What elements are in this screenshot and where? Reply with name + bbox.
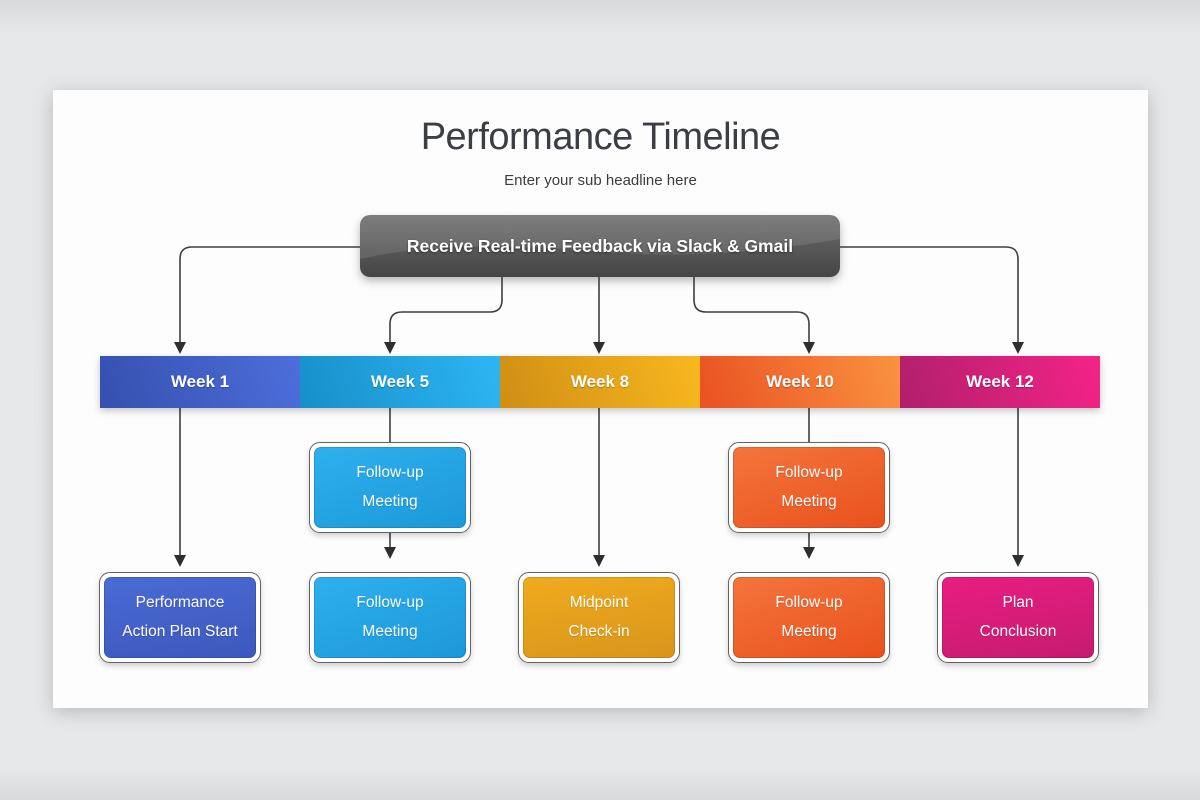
milestone-box-followup-week5: Follow-up Meeting	[309, 442, 471, 533]
milestone-line1: Follow-up	[356, 594, 424, 611]
feedback-banner: Receive Real-time Feedback via Slack & G…	[360, 215, 840, 277]
week-bar-5: Week 5	[300, 356, 500, 408]
slide-subtitle: Enter your sub headline here	[504, 172, 697, 189]
milestone-line1: Midpoint	[569, 594, 629, 611]
banner-label: Receive Real-time Feedback via Slack & G…	[406, 235, 794, 256]
slide-title: Performance Timeline	[420, 116, 781, 158]
milestone-line2: Conclusion	[979, 623, 1057, 640]
milestone-box-followup-bottom-week10: Follow-up Meeting	[728, 572, 890, 663]
milestone-line1: Follow-up	[356, 464, 424, 481]
milestone-line2: Check-in	[568, 623, 630, 640]
milestone-line2: Meeting	[781, 493, 837, 510]
milestone-line1: Follow-up	[775, 464, 843, 481]
milestone-line2: Meeting	[362, 493, 418, 510]
week-bar-8: Week 8	[500, 356, 700, 408]
milestone-line2: Meeting	[781, 623, 837, 640]
milestone-box-followup-bottom-week5: Follow-up Meeting	[309, 572, 471, 663]
week-bar-row: Week 1 Week 5 Week 8 Week 10 Week 12	[100, 356, 1100, 408]
week-bar-10: Week 10	[700, 356, 900, 408]
week-bar-1: Week 1	[100, 356, 300, 408]
milestone-line2: Action Plan Start	[122, 623, 238, 640]
milestone-line1: Follow-up	[775, 594, 843, 611]
milestone-line2: Meeting	[362, 623, 418, 640]
timeline-slide: Performance Timeline Enter your sub head…	[53, 90, 1148, 708]
milestone-box-followup-week10: Follow-up Meeting	[728, 442, 890, 533]
milestone-line1: Performance	[135, 594, 225, 611]
milestone-box-action-plan-start: Performance Action Plan Start	[99, 572, 261, 663]
milestone-box-midpoint-checkin: Midpoint Check-in	[518, 572, 680, 663]
milestone-line1: Plan	[1002, 594, 1034, 611]
week-bar-12: Week 12	[900, 356, 1100, 408]
milestone-box-plan-conclusion: Plan Conclusion	[937, 572, 1099, 663]
